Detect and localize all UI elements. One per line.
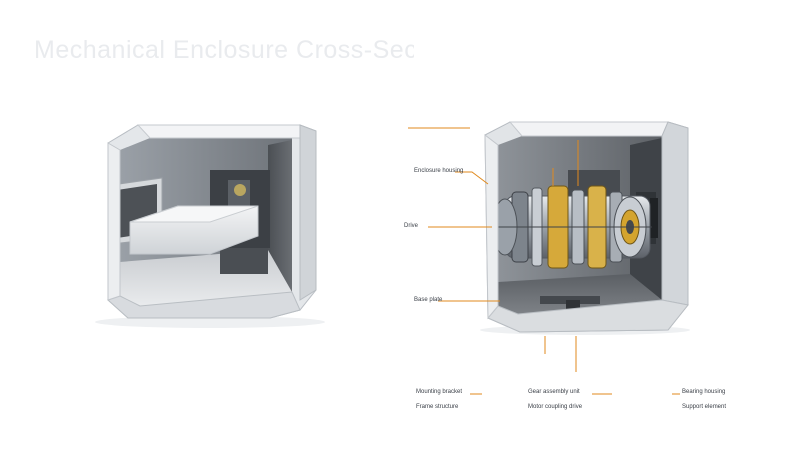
gear-assembly [490, 185, 652, 269]
right-side-bracket-inner [650, 198, 658, 238]
right-floor-mount [566, 300, 580, 310]
diagram-title: Mechanical Enclosure Cross-Section [34, 36, 414, 64]
label-base-plate: Base plate [414, 297, 443, 303]
label-bottom-1a: Mounting bracket [416, 389, 463, 395]
label-bottom-2b: Motor coupling drive [528, 404, 583, 410]
label-bottom-3b: Support element [682, 404, 727, 410]
left-right-wall [268, 140, 292, 292]
callout-lines [408, 127, 680, 395]
left-base-box [220, 248, 268, 274]
label-enclosure-housing: Enclosure housing [414, 168, 464, 174]
right-floor [498, 274, 662, 314]
label-drive: Drive [404, 223, 419, 229]
label-bottom-2a: Gear assembly unit [528, 389, 580, 395]
label-bottom-3a: Bearing housing [682, 389, 726, 395]
label-bottom-1b: Frame structure [416, 404, 459, 410]
left-floor-shadow [95, 316, 325, 328]
left-gear [234, 184, 246, 196]
